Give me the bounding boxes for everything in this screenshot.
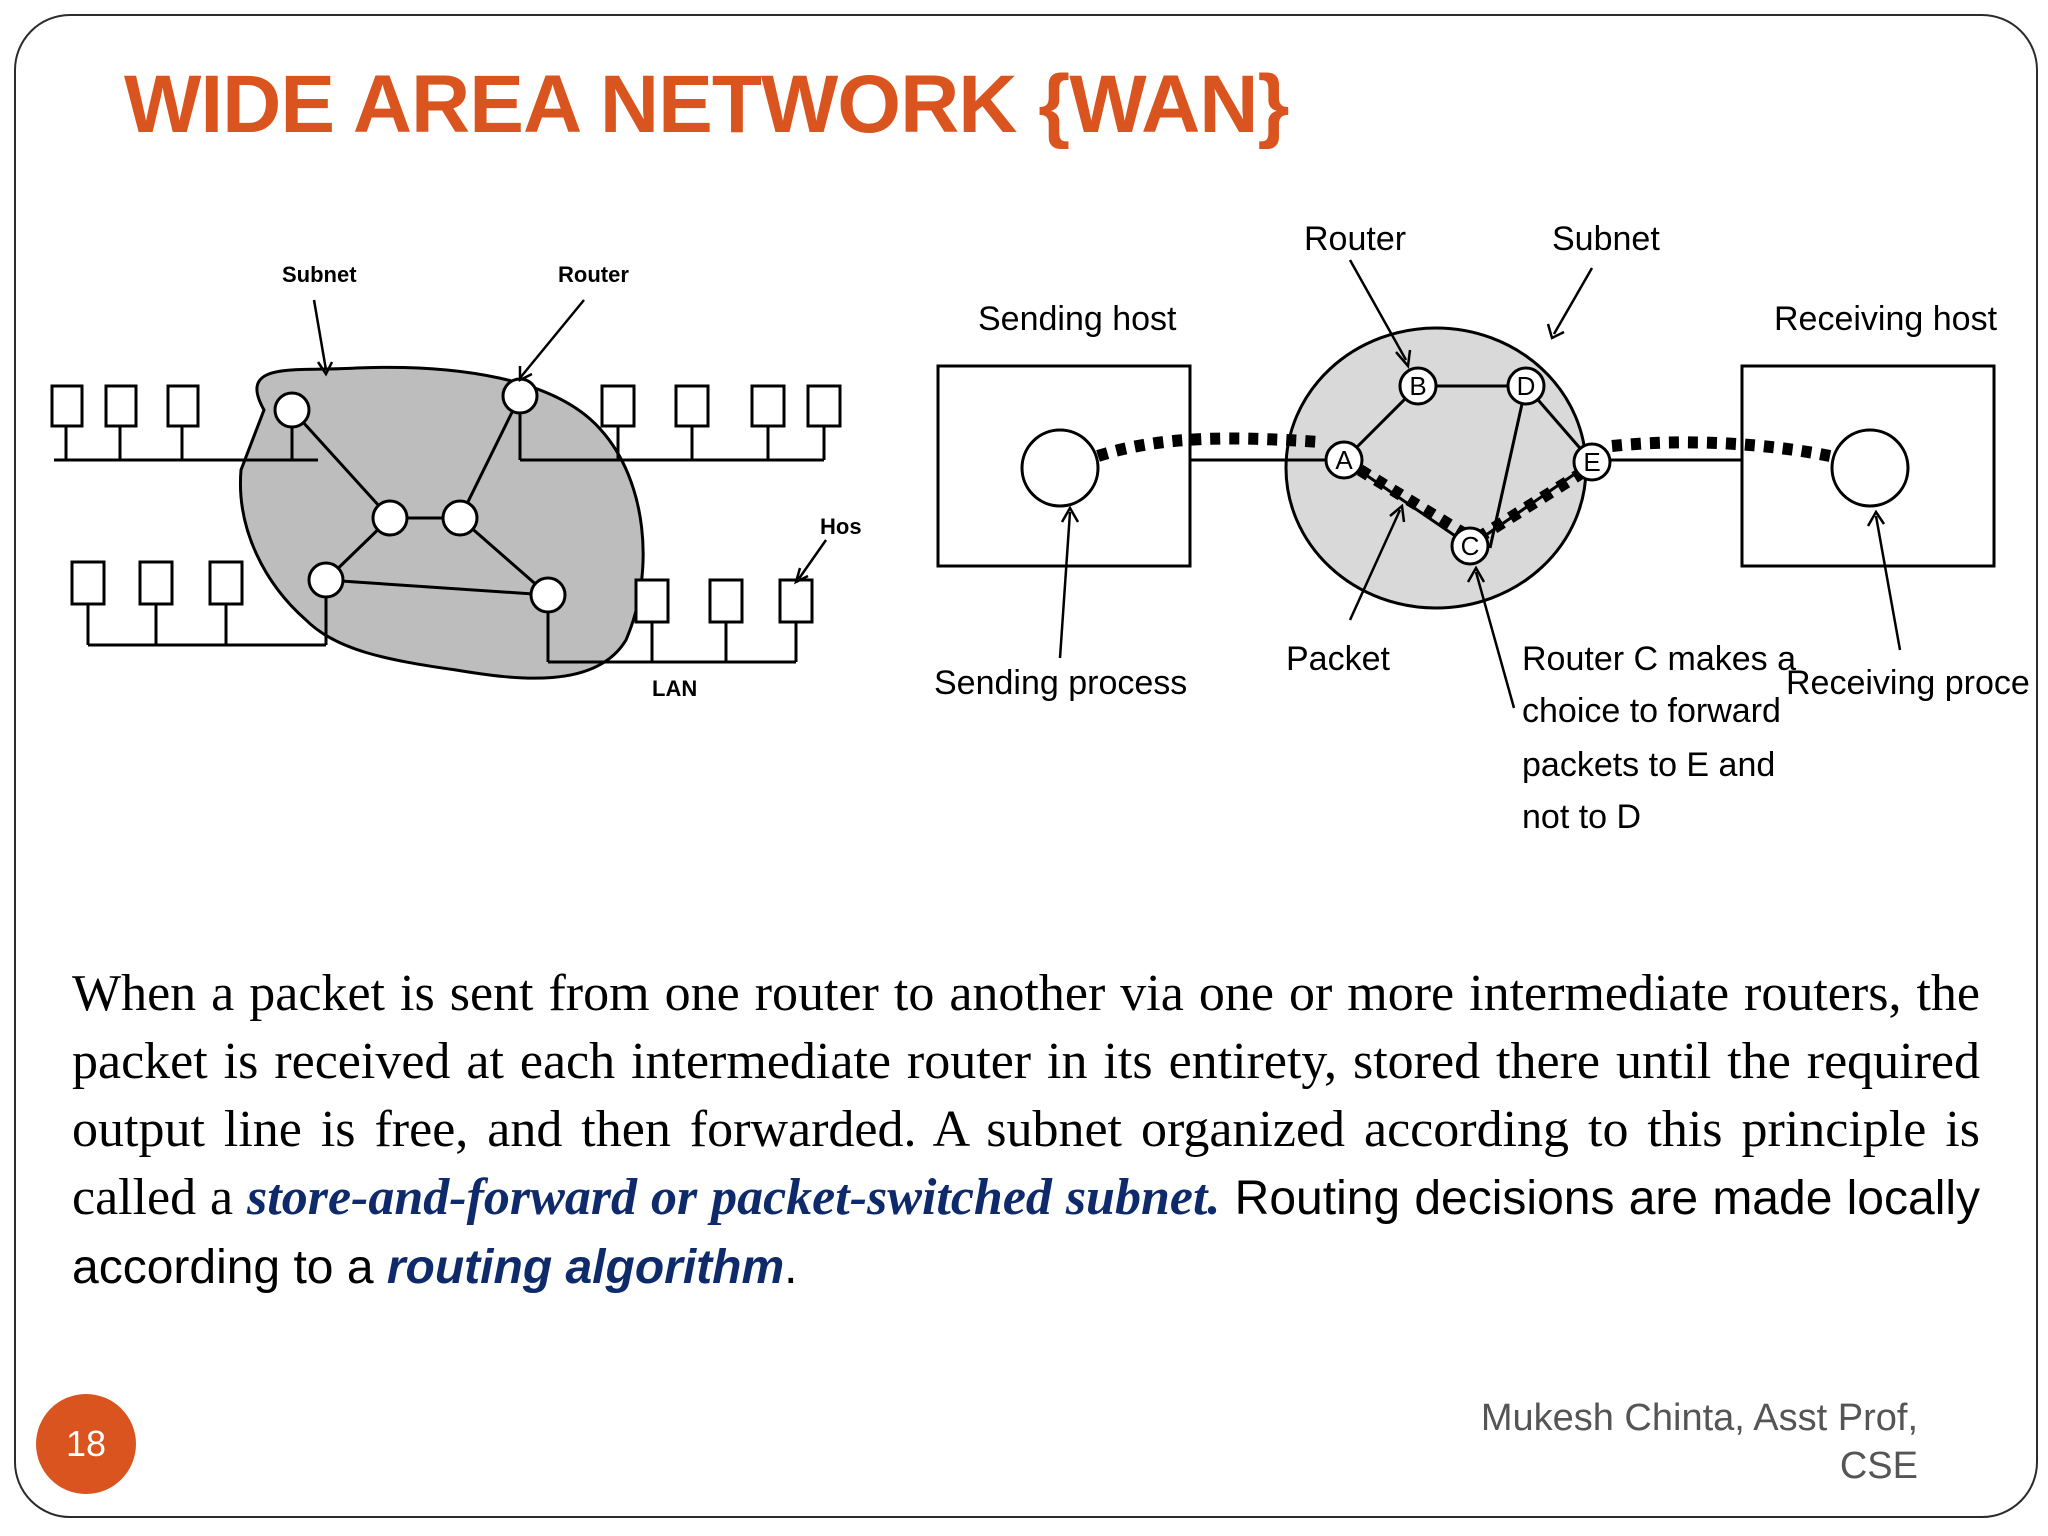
node-label-c: C	[1461, 531, 1480, 561]
term-store-and-forward: store-and-forward or packet-switched sub…	[247, 1169, 1221, 1226]
paragraph-text-3: .	[784, 1241, 798, 1294]
label-subnet: Subnet	[282, 262, 357, 287]
note-line-2: choice to forward	[1522, 692, 1781, 730]
router-nodes	[1324, 366, 1612, 566]
note-line-4: not to D	[1522, 798, 1641, 836]
label-receiving-host: Receiving host	[1774, 300, 1998, 338]
lan-top-left	[50, 384, 318, 462]
router-a	[1324, 440, 1364, 480]
router-e	[1572, 442, 1612, 482]
router-c-note: Router C makes a choice to forward packe…	[1522, 640, 1796, 836]
label-packet: Packet	[1286, 640, 1390, 678]
body-paragraph: When a packet is sent from one router to…	[72, 960, 1980, 1302]
label-router: Router	[558, 262, 629, 287]
packet-path	[1096, 432, 1832, 544]
store-forward-diagram: A B D E C Router Subnet Sending host Rec…	[934, 220, 2030, 836]
label-router: Router	[1304, 220, 1406, 258]
footer-author: Mukesh Chinta, Asst Prof, CSE	[1218, 1394, 1918, 1490]
label-pointers	[312, 299, 828, 585]
node-label-a: A	[1335, 445, 1353, 475]
author-line-2: CSE	[1839, 1445, 1918, 1487]
paragraph-text-2: Routing decisions are made locally accor…	[72, 1172, 1981, 1294]
router-node	[307, 561, 345, 599]
router-d	[1506, 366, 1546, 406]
router-node	[371, 499, 409, 537]
node-label-b: B	[1409, 371, 1426, 401]
sending-process-circle	[1020, 428, 1100, 508]
lan-top-right	[518, 384, 842, 462]
router-b	[1398, 366, 1438, 406]
node-label-e: E	[1583, 447, 1600, 477]
label-pointers	[1058, 259, 1902, 709]
label-receiving-process: Receiving process	[1786, 664, 2030, 702]
note-line-3: packets to E and	[1522, 746, 1775, 784]
node-label-d: D	[1517, 371, 1536, 401]
label-subnet: Subnet	[1552, 220, 1660, 258]
router-node	[529, 576, 567, 614]
router-c	[1450, 526, 1490, 566]
router-node	[501, 377, 539, 415]
label-host: Hos	[820, 514, 862, 539]
subnet-routers	[273, 377, 567, 614]
term-routing-algorithm: routing algorithm	[386, 1241, 785, 1294]
note-line-1: Router C makes a	[1522, 640, 1796, 678]
paragraph-text-1: When a packet is sent from one router to…	[72, 965, 1980, 1226]
author-line-1: Mukesh Chinta, Asst Prof,	[1480, 1397, 1918, 1439]
label-sending-process: Sending process	[934, 664, 1187, 702]
label-sending-host: Sending host	[978, 300, 1177, 338]
router-node	[273, 391, 311, 429]
lan-bottom-left	[70, 560, 328, 647]
router-node	[441, 499, 479, 537]
slide-title: WIDE AREA NETWORK {WAN}	[124, 59, 1289, 150]
label-lan: LAN	[652, 676, 697, 701]
slide-frame	[14, 14, 2038, 1518]
wan-subnet-diagram: Subnet Router Hos LAN	[50, 262, 862, 701]
receiving-process-circle	[1830, 428, 1910, 508]
slide-number-badge: 18	[36, 1394, 136, 1494]
